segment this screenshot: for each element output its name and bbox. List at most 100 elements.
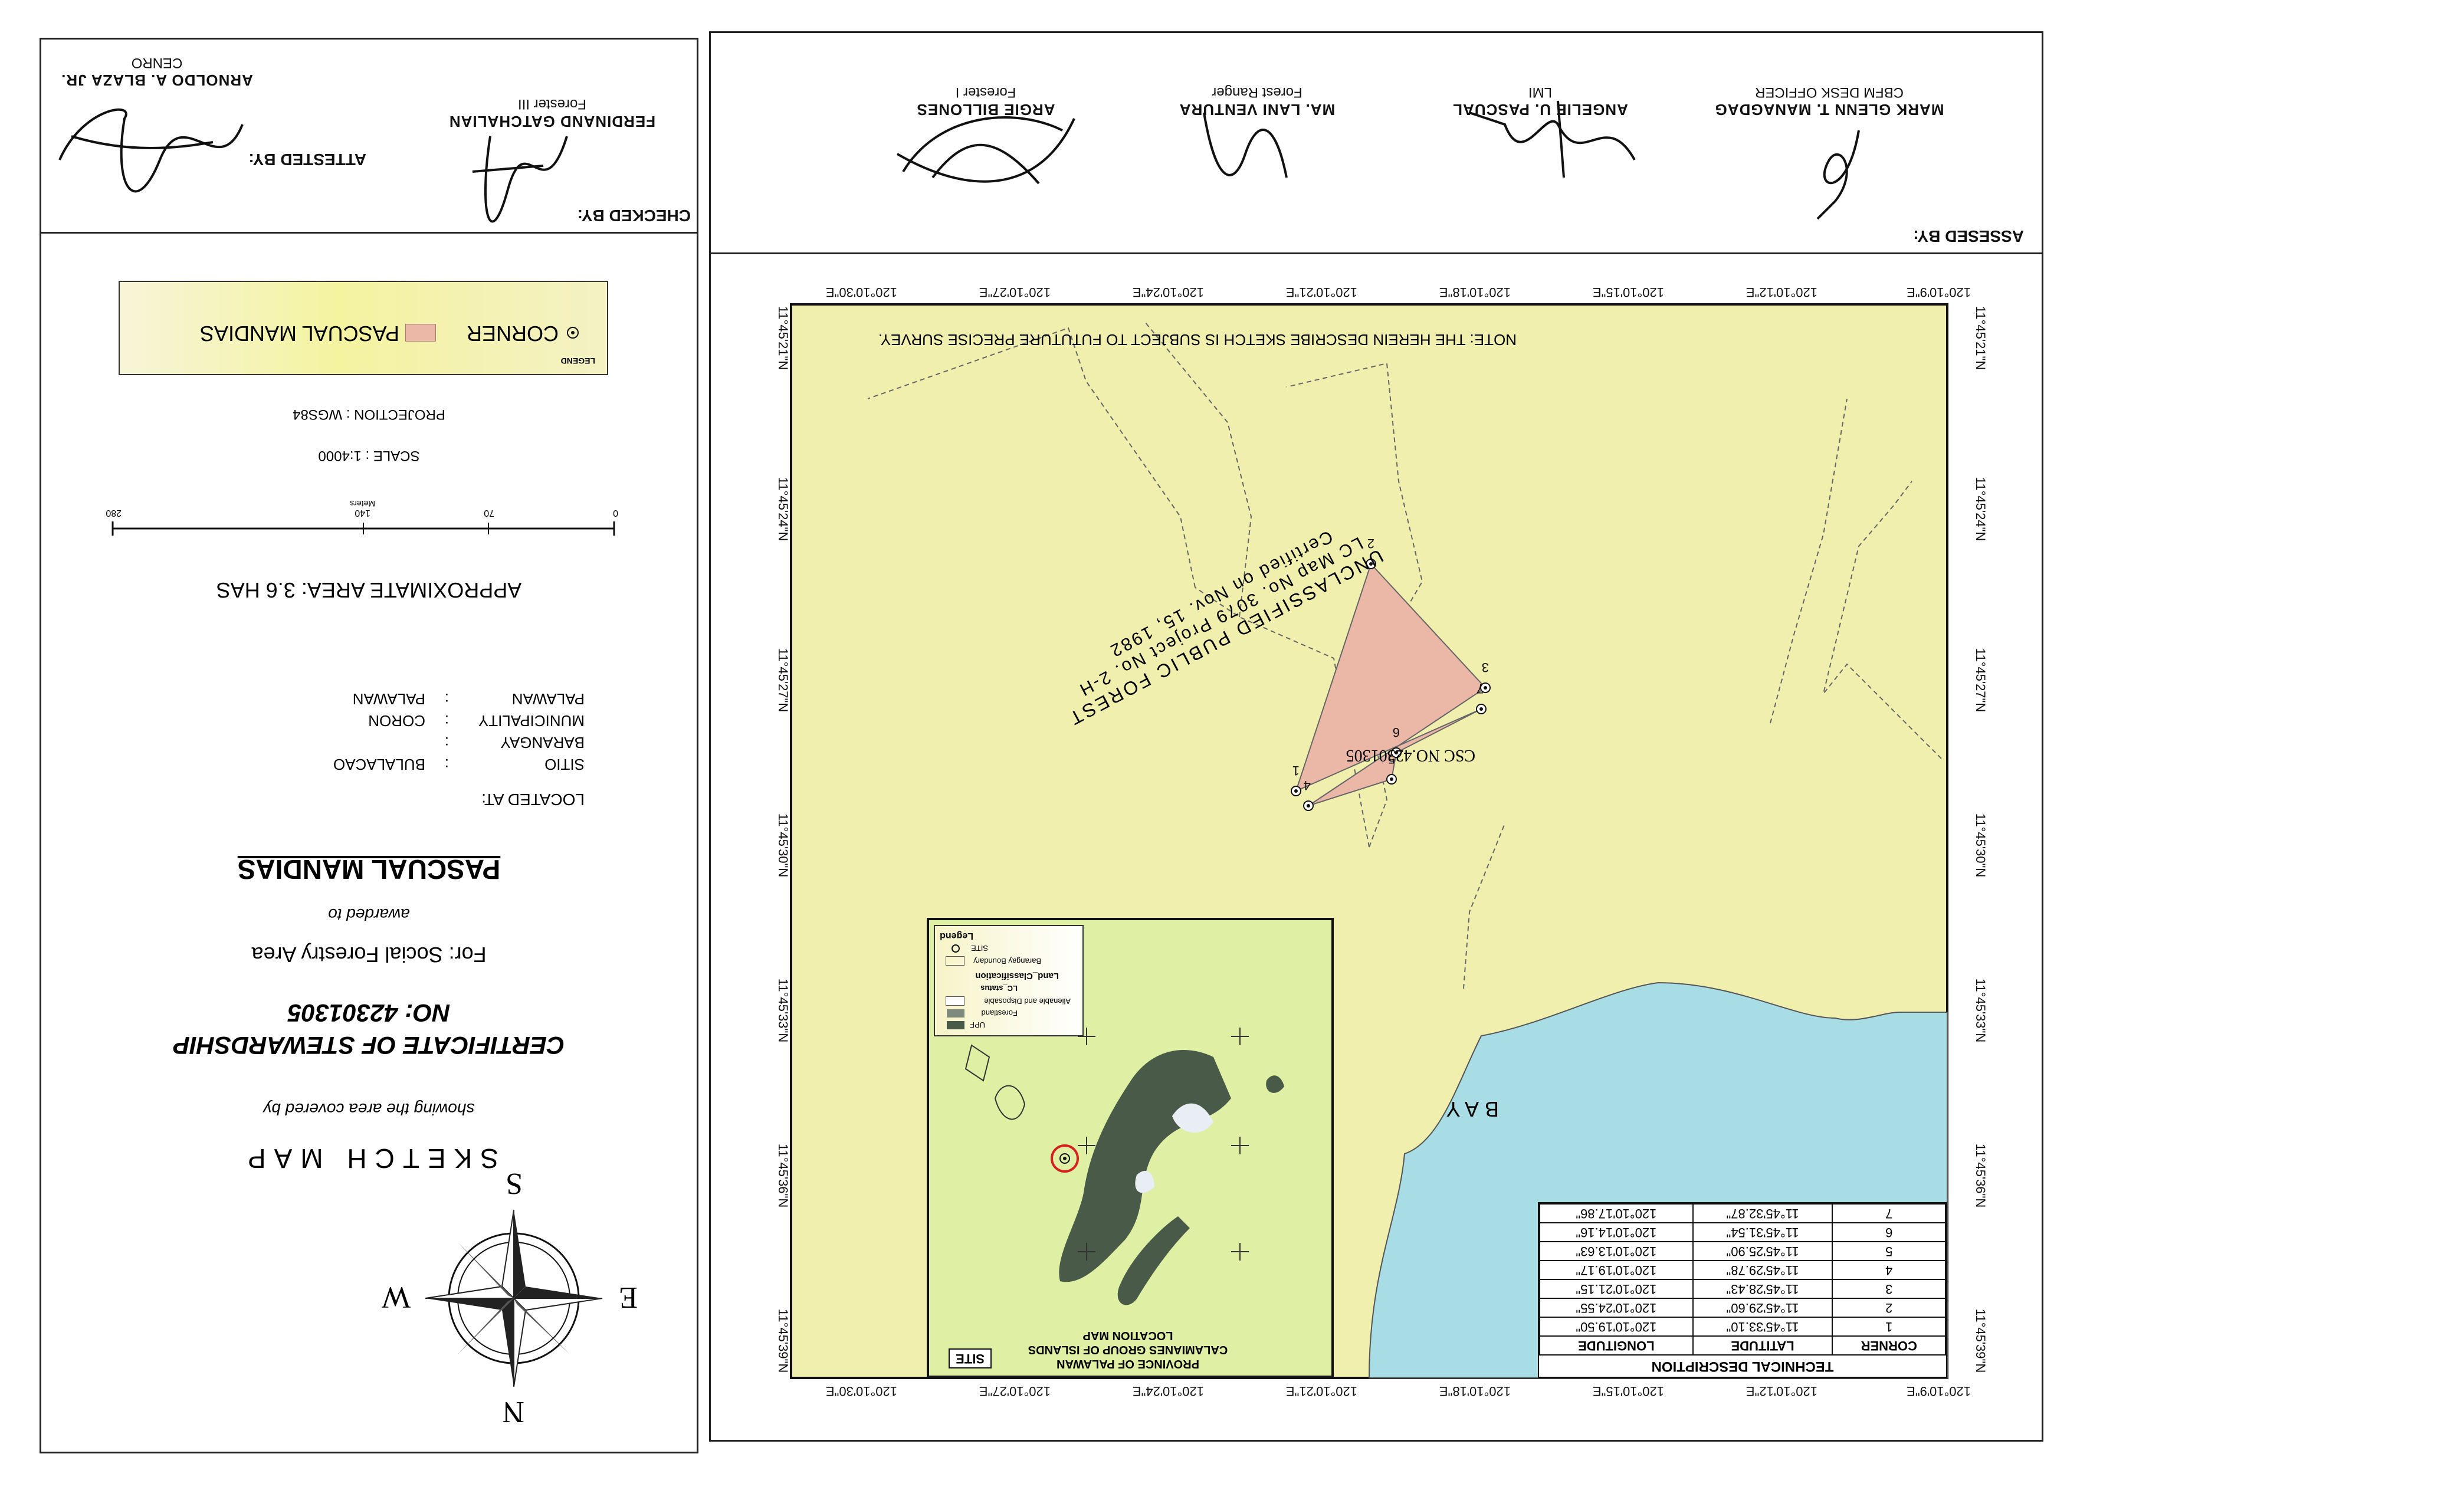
info-panel: N S E W SKETCH MAP showing the area cove… xyxy=(40,38,698,1453)
location-value: PALAWAN xyxy=(352,690,425,708)
table-cell: 5 xyxy=(1832,1242,1945,1261)
location-row: MUNICIPALITY:CORON xyxy=(368,712,585,730)
lat-tick-label: 11°45'21"N xyxy=(775,306,790,370)
lat-tick-label: 11°45'27"N xyxy=(1973,648,1988,713)
attested-name: ARNOLDO A. BLAZA JR. xyxy=(61,71,253,89)
scale-tick-label: 280 xyxy=(106,508,122,518)
table-cell: 11°45'28.43" xyxy=(1692,1279,1833,1298)
inset-legend-title: Legend xyxy=(940,931,973,941)
assessed-by-label: ASSESED BY: xyxy=(1913,227,2024,245)
table-cell: 6 xyxy=(1832,1223,1945,1242)
table-cell: 120°10'17.86" xyxy=(1540,1204,1693,1223)
lon-tick-label: 120°10'24"E xyxy=(1132,285,1204,300)
corner-marker-icon xyxy=(1386,774,1397,785)
inset-legend-upf: UPF xyxy=(970,1020,985,1029)
lon-tick-label: 120°10'12"E xyxy=(1746,285,1817,300)
table-cell: 11°45'29.78" xyxy=(1692,1261,1833,1279)
location-key: BARANGAY xyxy=(500,734,585,751)
assessed-signatory: MARK GLENN T. MANAGDAG CBFM DESK OFFICER xyxy=(1705,84,1953,119)
table-cell: 120°10'19.50" xyxy=(1540,1317,1693,1336)
attested-by-label: ATTESTED BY: xyxy=(248,150,366,169)
checked-by-label: CHECKED BY: xyxy=(577,206,691,225)
lon-tick-label: 120°10'18"E xyxy=(1439,1384,1511,1399)
scale-tick-label: 140 xyxy=(355,508,370,518)
awardee-name: PASCUAL MANDIAS xyxy=(237,854,501,885)
scale-bar: 0 70 140 280 Meters xyxy=(104,499,623,540)
location-table: SITIO:BULALACAO BARANGAY: MUNICIPALITY:C… xyxy=(231,686,585,773)
lon-tick-label: 120°10'21"E xyxy=(1285,1384,1357,1399)
location-row: PALAWAN:PALAWAN xyxy=(352,690,585,708)
scale-unit: Meters xyxy=(350,499,375,508)
location-row: SITIO:BULALACAO xyxy=(333,756,585,773)
legend-title: LEGEND xyxy=(560,356,595,366)
sketch-map-title: SKETCH MAP xyxy=(239,1143,499,1174)
inset-legend-lc-title: Land_Classification xyxy=(975,971,1059,981)
csc-label: CSC NO.42301305 xyxy=(1346,746,1475,764)
map-note: NOTE: THE HEREIN DESCRIBE SKETCH IS SUBJ… xyxy=(878,331,1517,349)
compass-rose: N S E W xyxy=(382,1167,638,1429)
inset-legend-ad: Alienable and Disposable xyxy=(984,997,1071,1006)
location-row: BARANGAY: xyxy=(444,734,585,751)
purpose-text: For: Social Forestry Area xyxy=(251,943,487,967)
table-header-cell: LATITUDE xyxy=(1692,1336,1833,1355)
table-cell: 7 xyxy=(1832,1204,1945,1223)
inset-legend-brgy: Barangay Boundary xyxy=(973,957,1041,966)
table-cell: 11°45'29.60" xyxy=(1692,1298,1833,1317)
projection-text: PROJECTION : WGS84 xyxy=(293,406,445,422)
table-cell: 120°10'13.63" xyxy=(1540,1242,1693,1261)
corner-label: 1 xyxy=(1292,763,1300,778)
inset-site-icon xyxy=(952,944,960,953)
lon-tick-label: 120°10'9"E xyxy=(1907,285,1971,300)
inset-legend-lc-sub: LC_status xyxy=(980,984,1018,993)
table-cell: 2 xyxy=(1832,1298,1945,1317)
location-key: SITIO xyxy=(544,756,585,773)
corner-label: 6 xyxy=(1392,725,1400,740)
checked-title: Forester III xyxy=(517,96,587,112)
assessed-title: CBFM DESK OFFICER xyxy=(1755,84,1904,100)
attested-signatory: ARNOLDO A. BLAZA JR. CENRO xyxy=(42,54,272,89)
inset-legend-fl: Forestland xyxy=(981,1009,1018,1018)
parcel-swatch-icon xyxy=(405,324,436,342)
certificate-title: CERTIFICATE OF STEWARDSHIP xyxy=(173,1032,565,1059)
table-cell: 11°45'33.10" xyxy=(1692,1317,1833,1336)
table-cell: 11°45'31.54" xyxy=(1692,1223,1833,1242)
assessed-signature xyxy=(1464,92,1641,183)
inset-site-box: SITE xyxy=(949,1348,992,1368)
lon-tick-label: 120°10'30"E xyxy=(825,285,897,300)
location-key: PALAWAN xyxy=(511,690,585,708)
bay-label: BAY xyxy=(1440,1097,1499,1121)
lon-tick-label: 120°10'27"E xyxy=(979,285,1051,300)
inset-legend-ad-swatch xyxy=(946,996,964,1006)
table-cell: 120°10'24.55" xyxy=(1540,1298,1693,1317)
showing-text: showing the area covered by xyxy=(263,1100,475,1118)
inset-title-line: PROVINCE OF PALAWAN xyxy=(1057,1357,1199,1370)
table-cell: 120°10'21.15" xyxy=(1540,1279,1693,1298)
legend-parcel-label: PASCUAL MANDIAS xyxy=(199,321,399,346)
scale-tick-label: 0 xyxy=(613,508,618,518)
attested-signature xyxy=(54,92,248,195)
awarded-text: awarded to xyxy=(328,905,410,924)
lat-tick-label: 11°45'27"N xyxy=(775,648,790,713)
lon-tick-label: 120°10'15"E xyxy=(1592,1384,1664,1399)
assessed-signature xyxy=(1788,122,1882,225)
lat-tick-label: 11°45'24"N xyxy=(775,477,790,541)
attested-title: CENRO xyxy=(131,55,183,71)
lon-tick-label: 120°10'12"E xyxy=(1746,1384,1817,1399)
lat-tick-label: 11°45'33"N xyxy=(1973,978,1988,1043)
inset-legend-fl-swatch xyxy=(947,1009,964,1018)
table-cell: 1 xyxy=(1832,1317,1945,1336)
corner-label: 4 xyxy=(1303,778,1311,793)
table-cell: 120°10'19.17" xyxy=(1540,1261,1693,1279)
inset-legend-brgy-swatch xyxy=(946,956,964,966)
corner-label: 3 xyxy=(1481,660,1489,675)
corner-marker-icon xyxy=(1476,704,1487,714)
signature-divider xyxy=(41,232,697,234)
lon-tick-label: 120°10'9"E xyxy=(1907,1384,1971,1399)
corner-marker-icon xyxy=(1303,800,1314,811)
